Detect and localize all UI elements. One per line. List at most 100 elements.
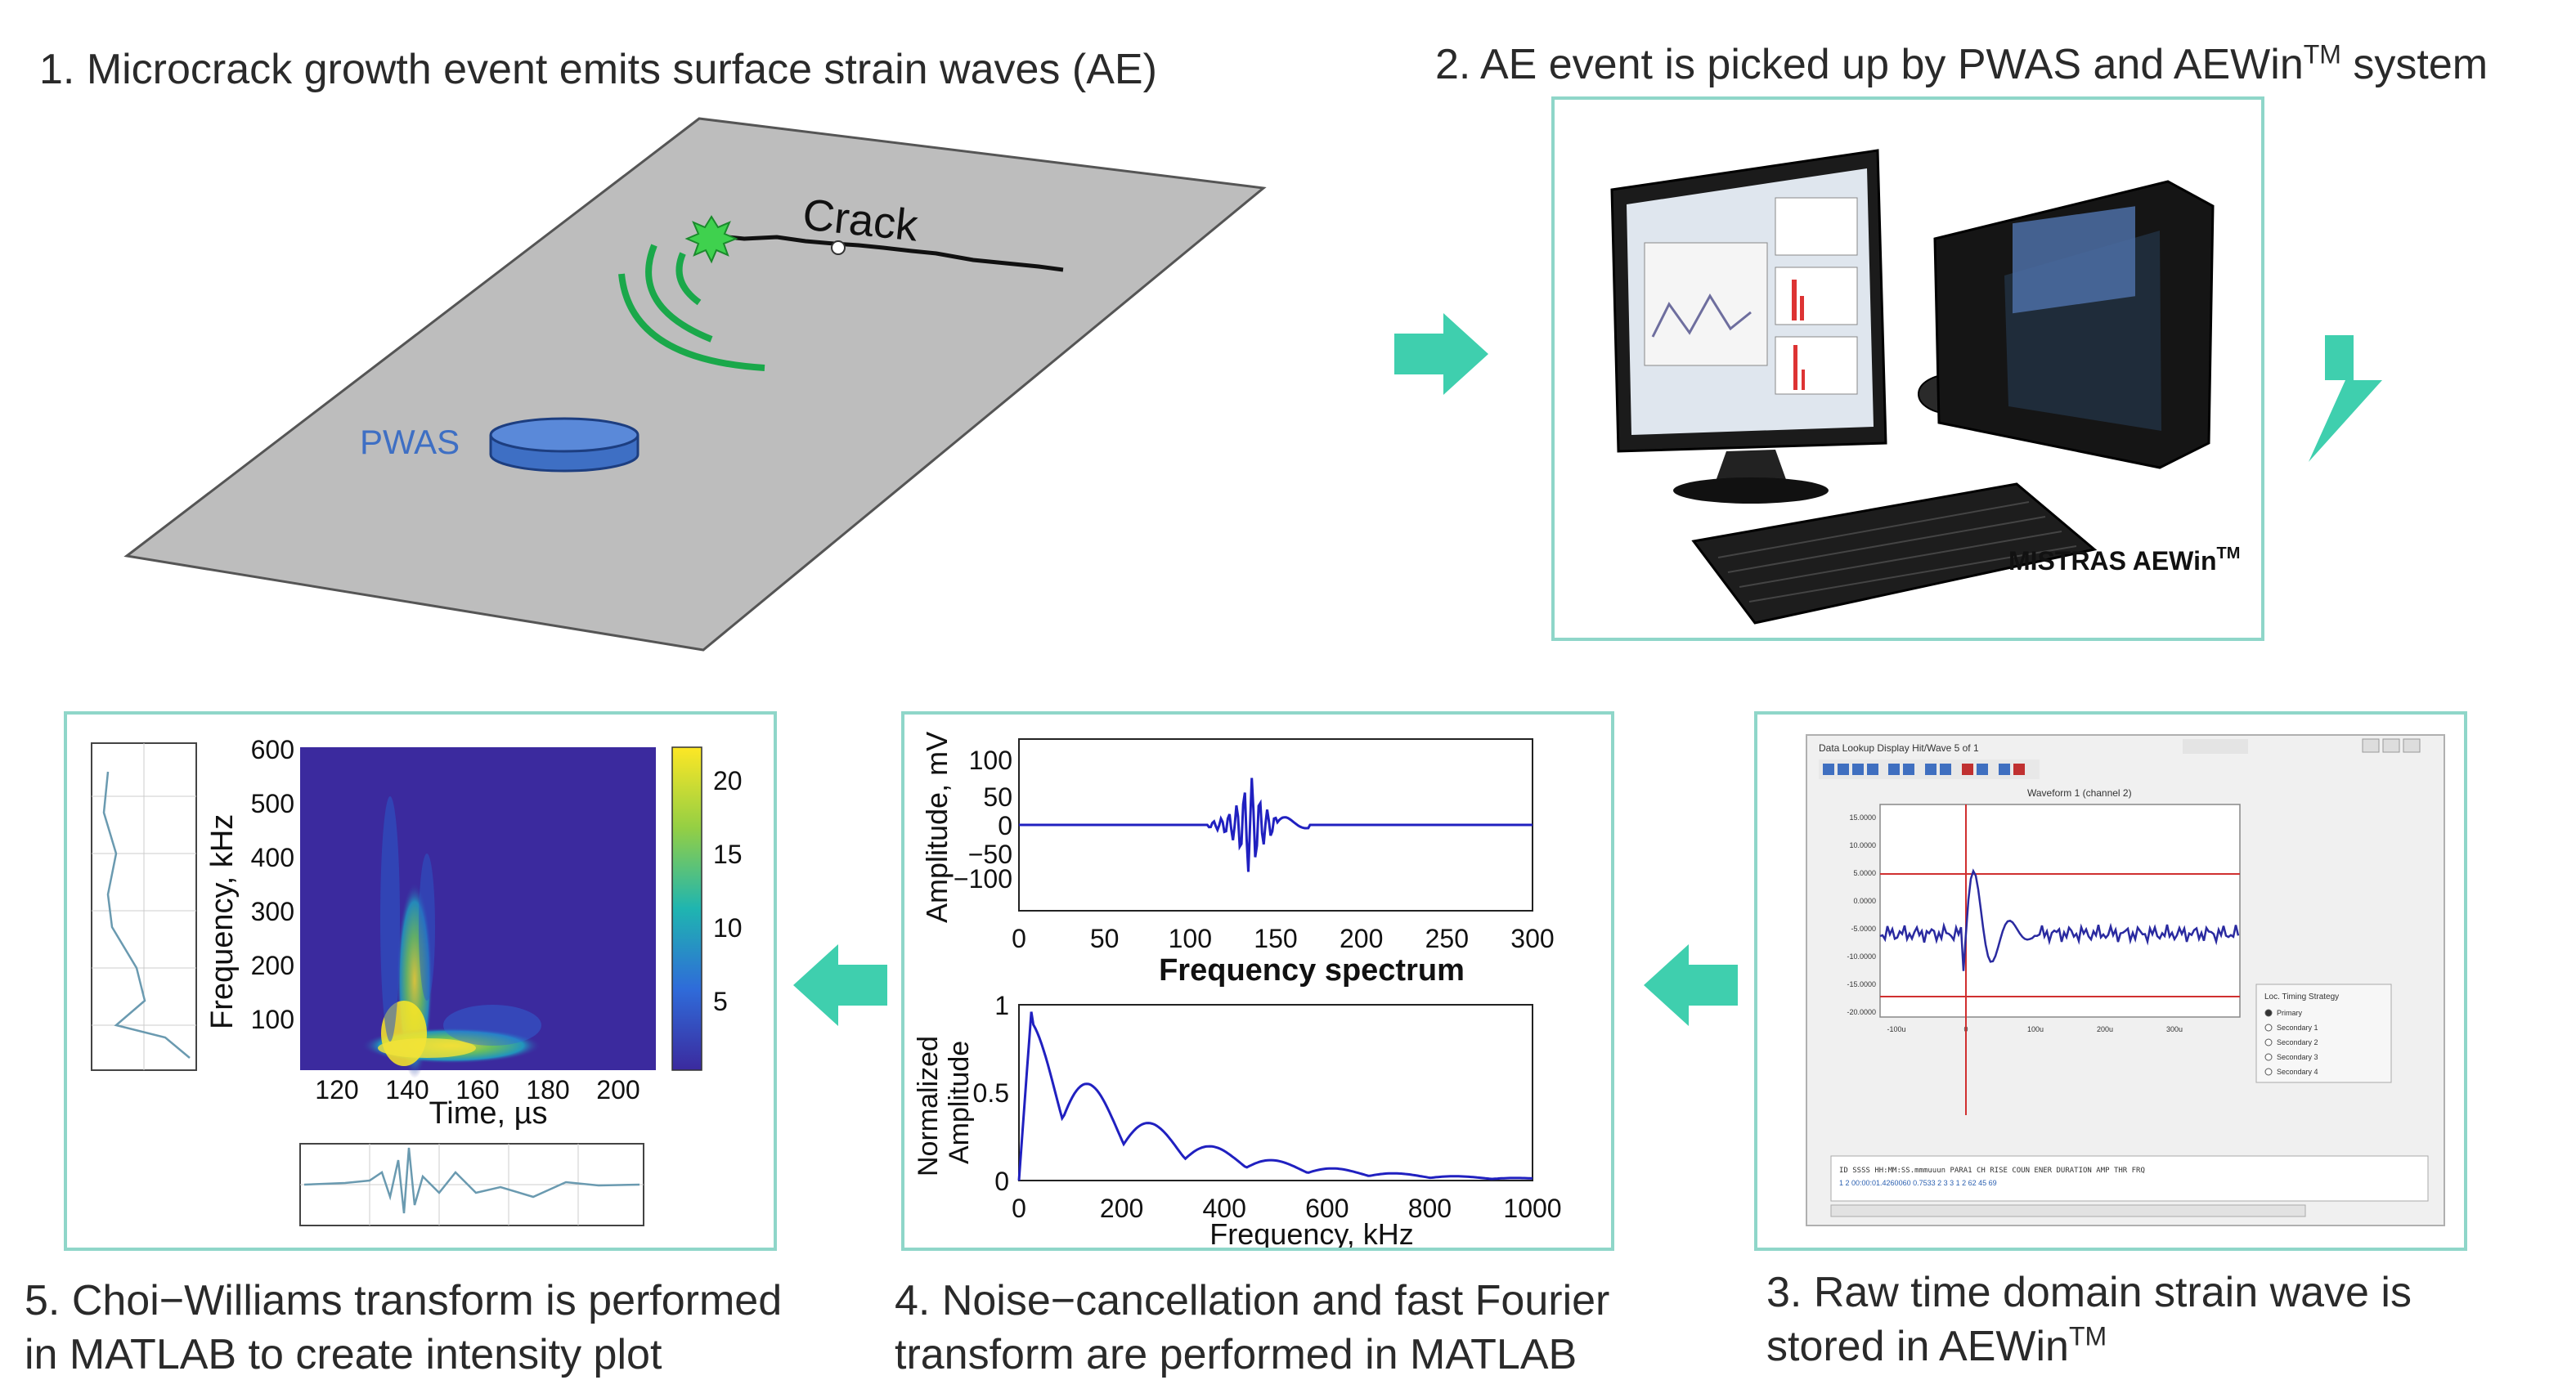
aewin-toolbar	[1819, 759, 2040, 779]
computer-panel: MISTRAS AEWinTM	[1551, 96, 2264, 641]
pwas-label: PWAS	[360, 423, 460, 461]
wave-arc-3	[618, 273, 765, 371]
cw-xlabel: Time, µs	[429, 1096, 547, 1131]
waveform-y-tick: -15.0000	[1847, 980, 1876, 988]
timing-strategy-radio[interactable]	[2264, 1053, 2273, 1061]
crack-label: Crack	[801, 190, 922, 251]
crack-line	[711, 233, 1064, 272]
toolbar-button[interactable]	[1823, 764, 1834, 775]
waveform-y-tick: 10.0000	[1849, 841, 1876, 849]
cw-y-tick: 600	[251, 735, 294, 764]
cw-intensity-map	[300, 747, 656, 1070]
toolbar-button[interactable]	[1962, 764, 1973, 775]
cw-ylabel: Frequency, kHz	[205, 814, 240, 1029]
cw-colorbar-tick: 15	[713, 840, 743, 869]
time-plot-y-tick: −50	[968, 840, 1012, 869]
timing-strategy-label: Secondary 2	[2277, 1038, 2318, 1046]
timing-strategy-label: Primary	[2277, 1009, 2302, 1017]
close-button[interactable]	[2403, 738, 2421, 753]
toolbar-button[interactable]	[1852, 764, 1864, 775]
timing-strategy-label: Secondary 4	[2277, 1068, 2318, 1076]
fft-spectrum-curve	[1017, 1011, 1533, 1181]
waveform-x-tick: 100u	[2027, 1025, 2044, 1033]
minimize-button[interactable]	[2362, 738, 2380, 753]
toolbar-button[interactable]	[1940, 764, 1951, 775]
freq-plot-ylabel-2: Amplitude	[944, 1041, 975, 1164]
timing-strategy-radio[interactable]	[2264, 1038, 2273, 1046]
waveform-x-tick: -100u	[1887, 1025, 1905, 1033]
toolbar-button[interactable]	[1867, 764, 1878, 775]
flow-arrow-left-2	[793, 944, 887, 1026]
plate-illustration: Crack PWAS	[123, 117, 1267, 652]
waveform-y-tick: -10.0000	[1847, 952, 1876, 961]
flow-arrow-right-1	[1394, 313, 1488, 395]
step-3-caption: 3. Raw time domain strain wave is stored…	[1766, 1269, 2412, 1370]
toolbar-button[interactable]	[1903, 764, 1914, 775]
timing-strategy-label: Secondary 1	[2277, 1024, 2318, 1032]
timing-strategy-radio[interactable]	[2264, 1024, 2273, 1032]
step-4-caption: 4. Noise−cancellation and fast Fourier t…	[895, 1277, 1610, 1378]
freq-plot-y-tick: 1	[994, 991, 1009, 1020]
denoised-time-signal	[1019, 777, 1533, 872]
freq-plot-x-tick: 800	[1408, 1194, 1452, 1223]
toolbar-button[interactable]	[1888, 764, 1900, 775]
horizontal-scrollbar[interactable]	[1830, 1204, 2306, 1217]
waveform-plot-title: Waveform 1 (channel 2)	[2027, 787, 2132, 799]
step-2-caption: 2. AE event is picked up by PWAS and AEW…	[1435, 39, 2488, 88]
time-marginal-curve	[303, 1147, 640, 1214]
toolbar-button[interactable]	[1838, 764, 1849, 775]
flow-arrow-down	[2268, 335, 2382, 462]
timing-strategy-box	[2255, 984, 2392, 1083]
waveform-x-tick: 300u	[2166, 1025, 2183, 1033]
waveform-y-tick: 5.0000	[1853, 869, 1876, 877]
toolbar-button[interactable]	[1999, 764, 2010, 775]
timing-strategy-radio[interactable]	[2264, 1009, 2273, 1017]
cw-colorbar-tick: 10	[713, 913, 743, 943]
maximize-button[interactable]	[2382, 738, 2400, 753]
freq-plot-frame	[1018, 1004, 1533, 1181]
time-plot-x-tick: 100	[1169, 924, 1212, 953]
cw-x-tick: 140	[385, 1075, 429, 1105]
table-data-row: 1 2 00:00:01.4260060 0.7533 2 3 3 1 2 62…	[1839, 1179, 1997, 1187]
cw-x-tick: 180	[526, 1075, 569, 1105]
freq-plot-xlabel: Frequency, kHz	[1209, 1217, 1413, 1248]
toolbar-button[interactable]	[1925, 764, 1936, 775]
freq-plot-ylabel-1: Normalized	[913, 1036, 944, 1176]
waveform-y-tick: -20.0000	[1847, 1008, 1876, 1016]
step-1-caption: 1. Microcrack growth event emits surface…	[39, 46, 1157, 93]
freq-plot-y-axis: 10.50	[973, 991, 1009, 1196]
freq-plot-y-tick: 0	[994, 1167, 1009, 1196]
toolbar-button[interactable]	[2013, 764, 2025, 775]
computer-illustration: MISTRAS AEWinTM	[1610, 149, 2240, 625]
timing-strategy-label: Secondary 3	[2277, 1053, 2318, 1061]
cw-x-tick: 160	[456, 1075, 499, 1105]
wave-arc-2	[645, 244, 713, 343]
pwas-sensor-icon	[489, 417, 640, 453]
monitor-base	[1673, 477, 1829, 504]
cw-y-tick: 400	[251, 843, 294, 872]
step-5-caption: 5. Choi−Williams transform is performed …	[25, 1277, 783, 1378]
cw-y-tick: 500	[251, 789, 294, 818]
aewin-window-title: Data Lookup Display Hit/Wave 5 of 1	[1819, 742, 1979, 754]
freq-plot-x-tick: 0	[1012, 1194, 1026, 1223]
time-plot-x-tick: 250	[1425, 924, 1469, 953]
toolbar-button[interactable]	[1977, 764, 1988, 775]
time-plot-x-tick: 50	[1090, 924, 1120, 953]
plate	[123, 117, 1267, 652]
timing-strategy-radio[interactable]	[2264, 1068, 2273, 1076]
hit-data-table	[1830, 1155, 2429, 1202]
time-plot-y-tick: 100	[969, 746, 1012, 775]
waveform-y-tick: 0.0000	[1853, 897, 1876, 905]
cw-y-tick: 200	[251, 951, 294, 980]
cw-colorbar	[671, 746, 702, 1071]
cw-x-tick: 200	[596, 1075, 640, 1105]
